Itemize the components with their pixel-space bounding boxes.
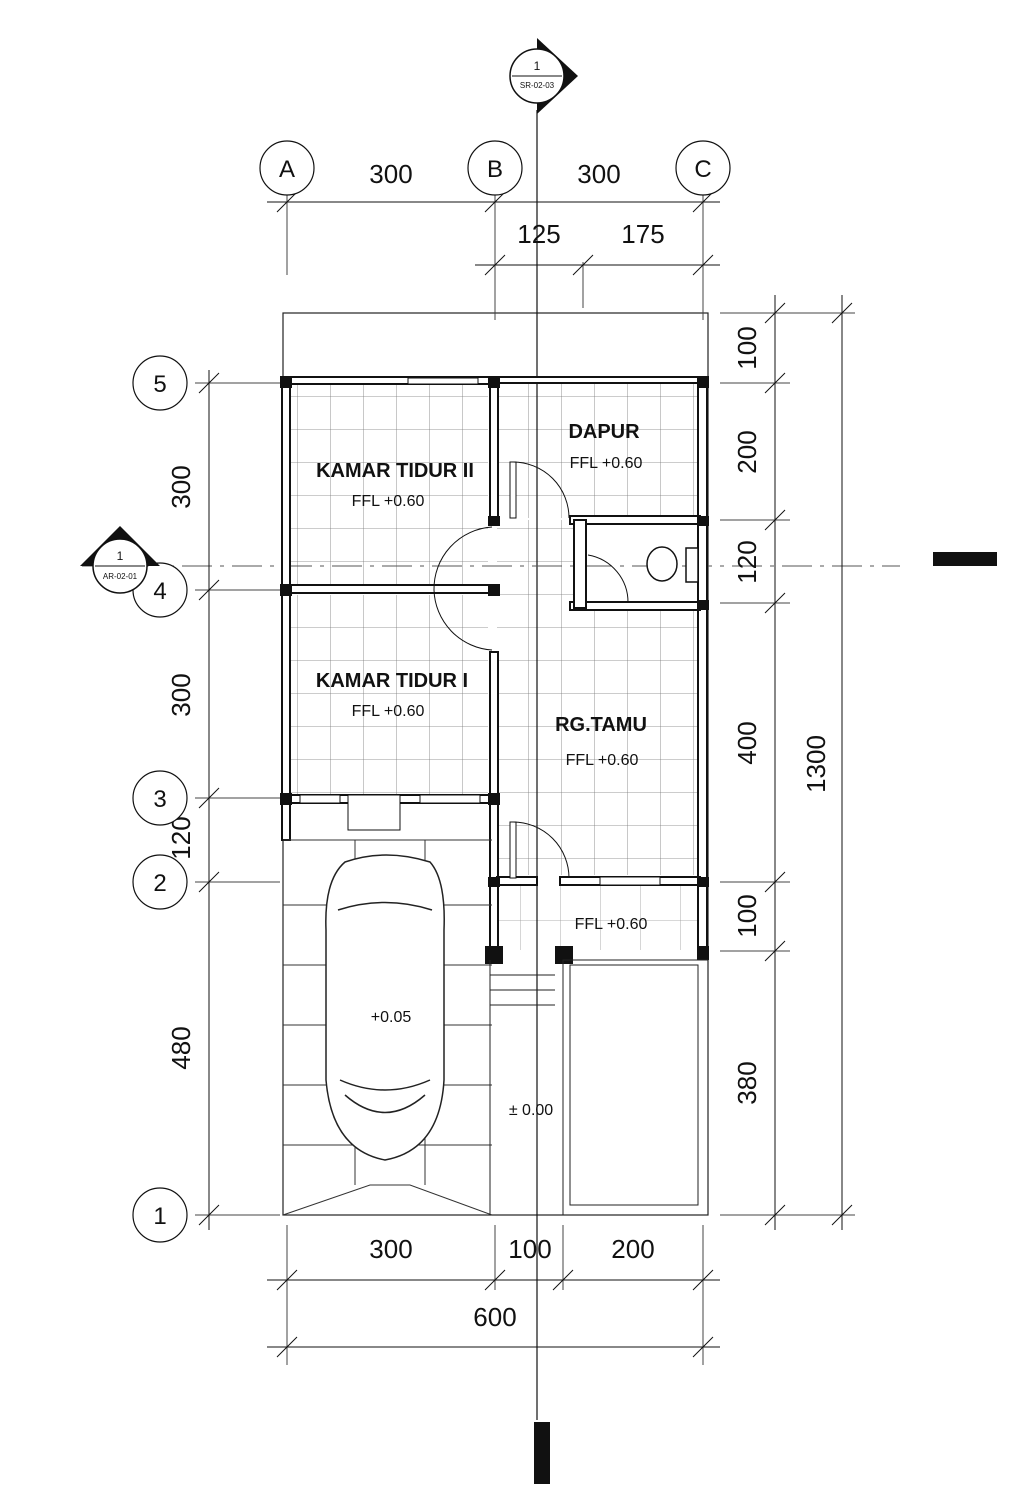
dim-right-total: 1300 [801,735,831,793]
dim-left-300-mid: 300 [166,673,196,716]
grid-bubble-b: B [467,140,523,196]
svg-text:1: 1 [153,1203,166,1230]
dim-bottom-100: 100 [508,1234,551,1264]
room-kitchen-name: DAPUR [568,421,640,443]
section-marker-left: 1 AR-02-01 [80,526,160,594]
room-carport-level: +0.05 [371,1009,412,1026]
section-end-right [933,552,997,566]
room-living-level: FFL +0.60 [566,752,639,769]
front-yard [489,959,709,1216]
toilet-icon [646,546,699,583]
dim-right-400: 400 [732,721,762,764]
svg-text:1: 1 [534,59,541,73]
terrace-floor [497,885,697,950]
room-kitchen-level: FFL +0.60 [570,455,643,472]
svg-text:AR-02-01: AR-02-01 [103,572,138,581]
svg-text:2: 2 [153,870,166,897]
svg-text:C: C [694,156,711,183]
dim-top-bc: 300 [577,159,620,189]
room-terrace-level: FFL +0.60 [575,916,648,933]
svg-text:SR-02-03: SR-02-03 [520,81,555,90]
svg-text:B: B [487,156,503,183]
dim-right-100-bottom: 100 [732,894,762,937]
dim-bottom-200: 200 [611,1234,654,1264]
room-yard-level: ± 0.00 [509,1102,553,1119]
section-marker-top: 1 SR-02-03 [509,38,578,114]
dim-top-125: 125 [517,219,560,249]
dim-left-480: 480 [166,1026,196,1069]
dim-top-175: 175 [621,219,664,249]
bedroom2-floor [289,383,488,588]
living-floor-b [577,610,697,875]
section-end-bottom [534,1422,550,1484]
dim-bottom-300: 300 [369,1234,412,1264]
grid-bubble-4: 4 [132,562,188,618]
grid-bubble-1: 1 [132,1187,188,1243]
bedroom1-floor [289,595,488,795]
svg-text:A: A [279,156,295,183]
dim-right-200: 200 [732,430,762,473]
doors [347,461,629,879]
room-bedroom1-name: KAMAR TIDUR I [316,670,468,692]
dim-left-300-top: 300 [166,465,196,508]
grid-bubble-c: C [675,140,731,196]
room-bedroom1-level: FFL +0.60 [352,703,425,720]
svg-text:5: 5 [153,371,166,398]
grid-bubble-a: A [259,140,315,196]
room-bedroom2-name: KAMAR TIDUR II [316,460,474,482]
room-bedroom2-level: FFL +0.60 [352,493,425,510]
dim-top-ab: 300 [369,159,412,189]
kitchen-floor [497,383,697,518]
grid-bubble-2: 2 [132,854,188,910]
dim-right-380: 380 [732,1061,762,1104]
dimension-lines [198,191,853,1358]
grid-bubble-5: 5 [132,355,188,411]
grid-bubble-3: 3 [132,770,188,826]
dim-left-120: 120 [166,816,196,859]
car-icon [325,854,445,1161]
svg-text:4: 4 [153,578,166,605]
svg-text:3: 3 [153,786,166,813]
svg-text:1: 1 [117,549,124,563]
dim-right-120: 120 [732,540,762,583]
windows [299,377,661,886]
room-living-name: RG.TAMU [555,714,647,736]
dim-right-100-top: 100 [732,326,762,369]
dim-bottom-total: 600 [473,1302,516,1332]
